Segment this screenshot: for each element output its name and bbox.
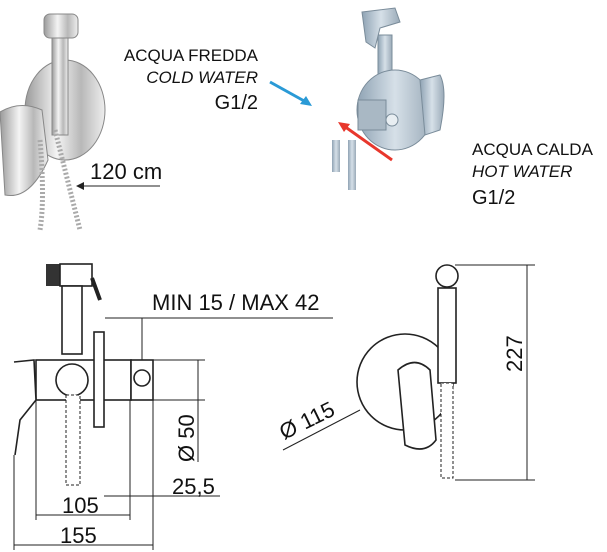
height-dimension: 227 bbox=[502, 335, 527, 372]
valve-render bbox=[332, 7, 445, 190]
front-view-drawing bbox=[356, 264, 459, 479]
connector-dimension: 25,5 bbox=[172, 474, 215, 499]
cold-water-it-label: ACQUA FREDDA bbox=[124, 46, 259, 65]
hot-water-en-label: HOT WATER bbox=[472, 162, 572, 181]
hose-length-label: 120 cm bbox=[90, 159, 162, 184]
cold-water-en-label: COLD WATER bbox=[146, 68, 258, 87]
side-view-drawing bbox=[13, 263, 154, 486]
width-105-dimension: 105 bbox=[62, 493, 99, 518]
faucet-photo bbox=[0, 13, 106, 231]
dimension-lines bbox=[13, 264, 535, 550]
cold-water-thread-label: G1/2 bbox=[215, 92, 258, 114]
width-155-dimension: 155 bbox=[60, 523, 97, 548]
hot-water-it-label: ACQUA CALDA bbox=[472, 140, 594, 159]
hot-water-arrow bbox=[343, 124, 393, 162]
cold-water-arrow bbox=[269, 80, 307, 104]
hot-water-thread-label: G1/2 bbox=[472, 187, 515, 209]
body-diameter-dimension: Ø 50 bbox=[174, 414, 199, 462]
wall-depth-dimension: MIN 15 / MAX 42 bbox=[152, 290, 320, 315]
